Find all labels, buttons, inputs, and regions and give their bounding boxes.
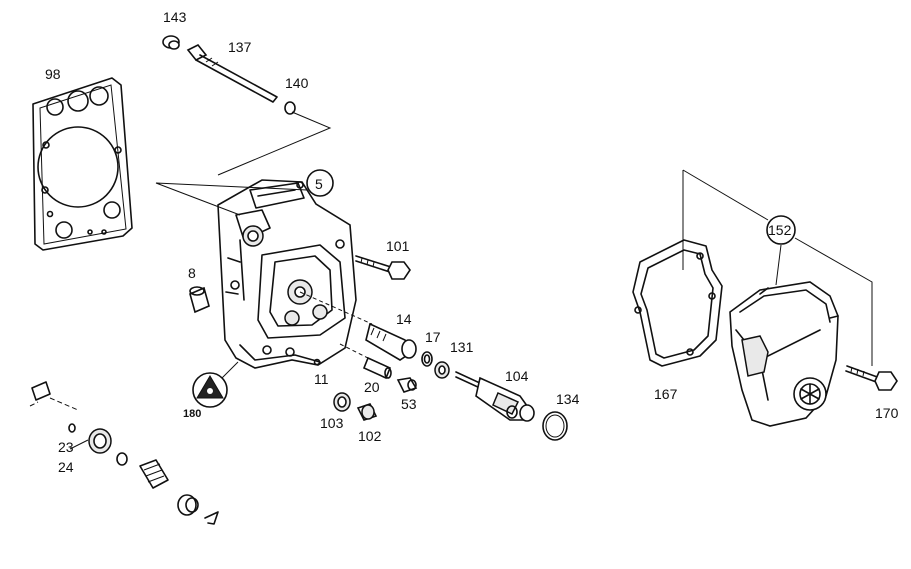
callout-180: 180 (183, 408, 201, 420)
callout-5-circle (306, 169, 334, 197)
axis-14 (299, 291, 373, 325)
callout-167: 167 (654, 386, 678, 402)
part-17-ring (421, 351, 433, 367)
part-140-o-ring (284, 101, 296, 115)
callout-20: 20 (364, 379, 380, 395)
callout-143: 143 (163, 9, 187, 25)
callout-11: 11 (314, 371, 329, 387)
callout-152: 152 (768, 222, 792, 238)
leader-152-top (682, 169, 769, 221)
part-8-sleeve (189, 286, 210, 314)
part-180-symbol (192, 361, 239, 408)
part-103-ring (333, 392, 351, 412)
callout-102: 102 (358, 428, 382, 444)
callout-14: 14 (396, 311, 412, 327)
callout-53: 53 (401, 396, 417, 412)
callout-134: 134 (556, 391, 580, 407)
callout-131: 131 (450, 339, 474, 355)
part-98-head-gasket (32, 77, 133, 251)
part-137-pipe (186, 43, 278, 103)
axis-20 (339, 343, 369, 359)
part-167-cover-gasket (632, 239, 723, 367)
part-cylinder-head-cover (729, 281, 839, 427)
callout-24: 24 (58, 459, 74, 475)
part-102-plug (356, 403, 378, 421)
part-134-seal-ring (542, 411, 568, 441)
callout-98: 98 (45, 66, 61, 82)
part-5-cylinder-head (217, 179, 357, 369)
part-131-washer (434, 361, 450, 379)
callout-103: 103 (320, 415, 344, 431)
callout-101: 101 (386, 238, 410, 254)
leader-140 (217, 111, 332, 176)
part-14-injector-sleeve (365, 322, 417, 361)
callout-17: 17 (425, 329, 441, 345)
leader-5 (155, 182, 308, 216)
callout-104: 104 (505, 368, 529, 384)
callout-137: 137 (228, 39, 252, 55)
callout-5: 5 (315, 176, 323, 192)
callout-170: 170 (875, 405, 899, 421)
callout-140: 140 (285, 75, 309, 91)
part-20-sleeve (362, 356, 392, 380)
part-104-injector (455, 371, 535, 422)
callout-8: 8 (188, 265, 196, 281)
part-101-bolt (355, 255, 411, 280)
callout-152-circle (766, 215, 796, 245)
part-53-plug (396, 377, 418, 393)
callout-23: 23 (58, 439, 74, 455)
leader-152-right (794, 237, 873, 366)
part-valve-spring-set (29, 381, 219, 525)
part-143-nut (162, 35, 180, 50)
part-170-bolt (845, 365, 898, 391)
part-11-pin (313, 358, 321, 366)
leader-152-down (775, 244, 782, 286)
